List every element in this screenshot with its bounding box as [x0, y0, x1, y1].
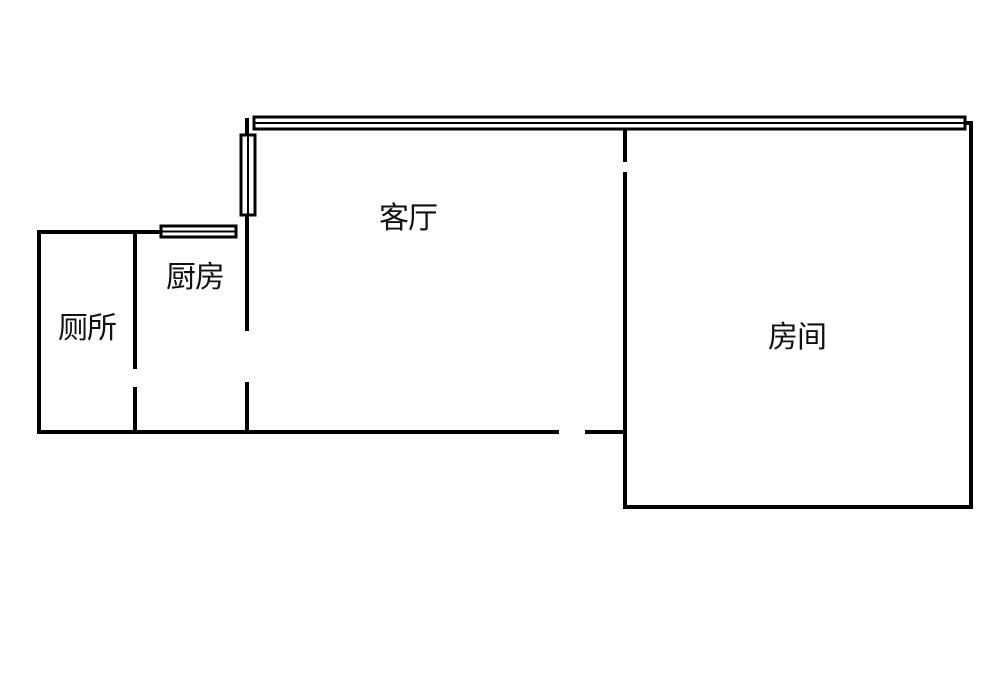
wall-toilet-outer — [37, 230, 559, 434]
wall-bedroom-outer — [623, 121, 973, 509]
room-label-living-room: 客厅 — [379, 201, 438, 236]
room-label-bedroom: 房间 — [768, 320, 827, 355]
room-label-toilet: 厕所 — [58, 311, 117, 346]
room-label-kitchen: 厨房 — [166, 260, 225, 295]
